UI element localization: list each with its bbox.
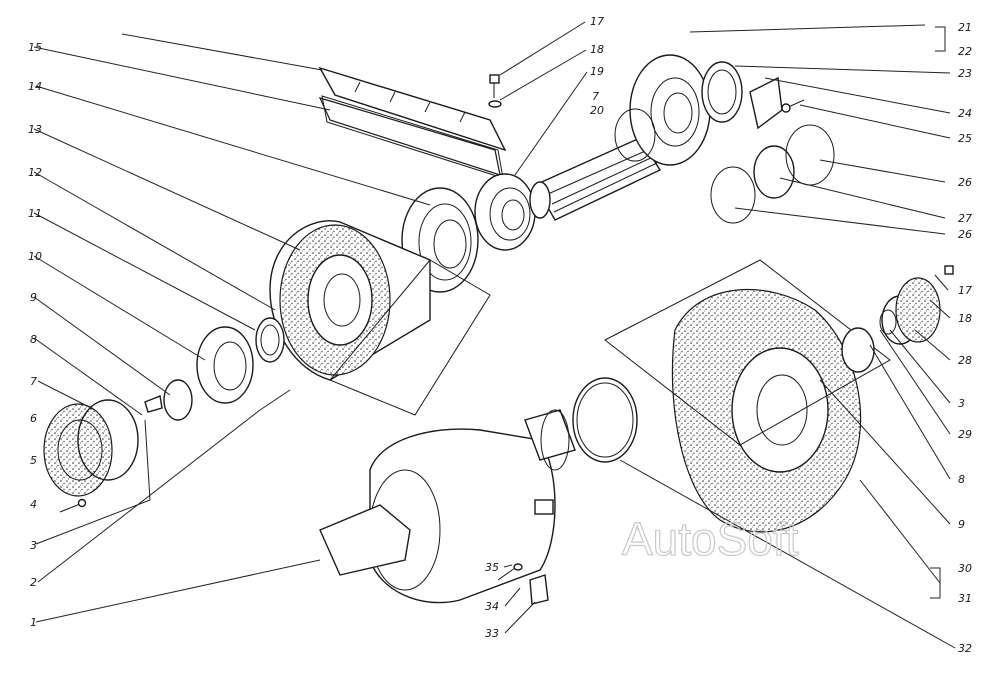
label-10: 10: [28, 250, 42, 263]
label-9-left: 9: [30, 291, 37, 304]
label-7-mid: 7: [592, 90, 599, 103]
label-4: 4: [30, 498, 37, 511]
label-14: 14: [28, 80, 42, 93]
label-32: 32: [958, 642, 972, 655]
label-23: 23: [958, 67, 972, 80]
washer-plate: [144, 379, 193, 421]
label-21: 21: [958, 21, 972, 34]
bearing-upper: [474, 173, 536, 251]
label-25: 25: [958, 132, 972, 145]
label-17-right: 17: [958, 284, 972, 297]
bearing-11: [196, 326, 254, 404]
label-3-right: 3: [958, 397, 965, 410]
label-8-left: 8: [30, 333, 37, 346]
bolt-35: [497, 563, 549, 605]
label-7-left: 7: [30, 375, 37, 388]
label-30: 30: [958, 562, 972, 575]
label-26-bottom: 26: [958, 228, 972, 241]
bolt-25: [781, 99, 805, 113]
o-ring-32: [572, 377, 638, 463]
sprocket-cap-parts: [841, 265, 954, 373]
label-35: 35: [485, 561, 499, 574]
label-27: 27: [958, 212, 972, 225]
label-11: 11: [28, 207, 42, 220]
label-28: 28: [958, 354, 972, 367]
final-drive-housing: [319, 409, 576, 604]
drive-gear: [269, 220, 491, 416]
watermark: AutoSoft: [622, 513, 799, 565]
bolt-4: [59, 498, 87, 513]
label-1: 1: [30, 616, 37, 629]
label-5: 5: [30, 454, 37, 467]
label-19: 19: [590, 65, 604, 78]
label-22: 22: [958, 45, 972, 58]
seal-rings: [701, 61, 835, 224]
label-6: 6: [30, 412, 37, 425]
hub-flange: [614, 54, 711, 166]
leader-lines: [33, 21, 956, 649]
label-13: 13: [28, 123, 42, 136]
label-29: 29: [958, 428, 972, 441]
label-24: 24: [958, 107, 972, 120]
label-20: 20: [590, 104, 604, 117]
label-2: 2: [30, 576, 37, 589]
end-cover-left: [43, 399, 139, 497]
label-9-right: 9: [958, 518, 965, 531]
label-3-left: 3: [30, 539, 37, 552]
sprocket: [604, 259, 891, 533]
bolt-top: [488, 74, 502, 108]
label-17-top: 17: [590, 15, 604, 28]
label-18-right: 18: [958, 312, 972, 325]
ring-12: [255, 317, 285, 363]
label-18-top: 18: [590, 43, 604, 56]
splined-shaft: [529, 137, 662, 221]
label-8-right: 8: [958, 473, 965, 486]
label-12: 12: [28, 166, 42, 179]
label-15: 15: [28, 41, 42, 54]
part-number-labels: 1 2 3 4 5 6 7 8 9 10 11 12 13 14 15 17 1…: [28, 15, 972, 655]
label-26-top: 26: [958, 176, 972, 189]
label-31: 31: [958, 592, 972, 605]
label-33: 33: [485, 627, 499, 640]
label-34: 34: [485, 600, 499, 613]
cover-plate: [318, 66, 507, 179]
